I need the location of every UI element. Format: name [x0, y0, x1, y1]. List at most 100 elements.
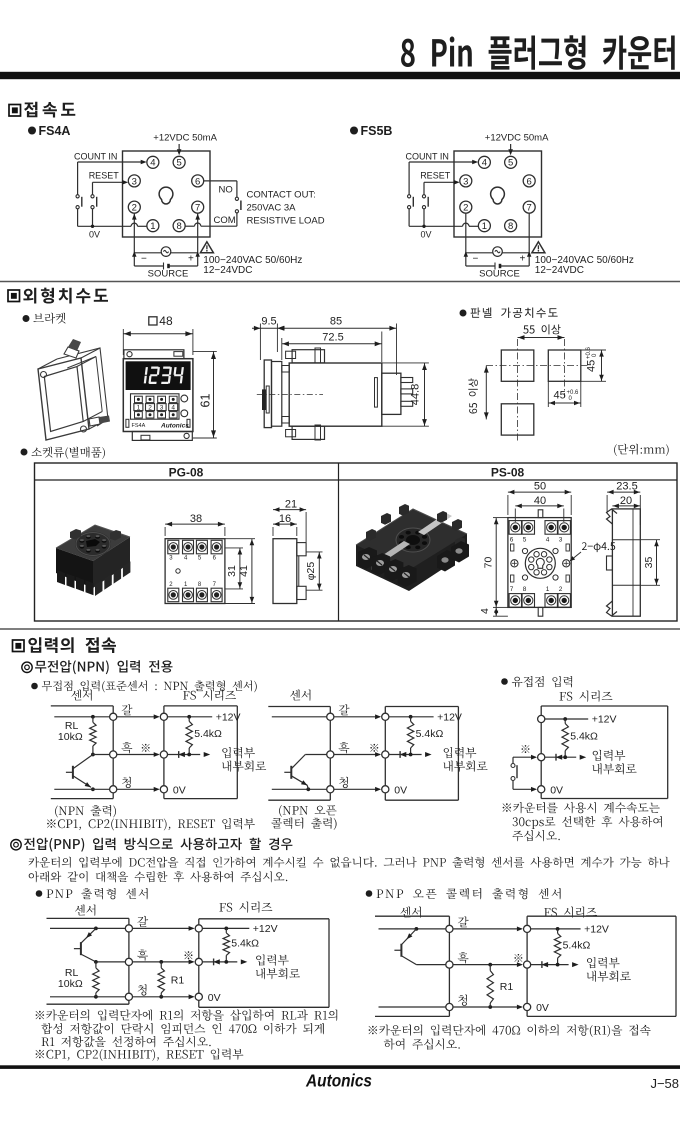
svg-text:5.4kΩ: 5.4kΩ [570, 731, 598, 743]
svg-text:8: 8 [198, 582, 202, 588]
svg-text:PS-08: PS-08 [491, 466, 525, 480]
svg-text:41: 41 [238, 565, 250, 577]
svg-text:FS4A: FS4A [39, 124, 71, 138]
svg-text:44.8: 44.8 [410, 384, 422, 405]
svg-text:Autonics: Autonics [305, 1071, 372, 1091]
svg-text:RL: RL [65, 967, 79, 979]
svg-text:3: 3 [559, 537, 563, 544]
svg-text:23.5: 23.5 [616, 481, 637, 493]
svg-text:RL: RL [65, 720, 79, 732]
svg-text:4: 4 [546, 537, 550, 544]
svg-text:R1: R1 [171, 974, 185, 986]
svg-text:0: 0 [592, 353, 598, 357]
svg-text:8: 8 [176, 221, 181, 232]
svg-text:1: 1 [482, 221, 487, 232]
svg-text:250VAC 3A: 250VAC 3A [247, 203, 297, 214]
svg-text:3: 3 [160, 405, 164, 412]
svg-text:1: 1 [150, 221, 155, 232]
svg-text:5: 5 [508, 158, 513, 169]
svg-text:+0.6: +0.6 [567, 390, 580, 396]
svg-text:+: + [520, 254, 526, 265]
svg-text:+: + [188, 254, 194, 265]
svg-text:3: 3 [463, 176, 468, 187]
svg-text:31: 31 [226, 565, 238, 577]
svg-text:16: 16 [279, 513, 291, 525]
svg-text:0V: 0V [89, 230, 100, 240]
svg-text:2: 2 [559, 586, 563, 593]
svg-text:12−24VDC: 12−24VDC [203, 265, 252, 276]
svg-text:2: 2 [132, 203, 137, 214]
svg-text:CONTACT OUT:: CONTACT OUT: [247, 190, 316, 201]
svg-text:8: 8 [523, 586, 527, 593]
svg-text:0V: 0V [536, 1002, 549, 1014]
svg-text:8: 8 [508, 221, 513, 232]
svg-text:+0.6: +0.6 [586, 346, 592, 359]
svg-text:5: 5 [198, 556, 202, 562]
svg-text:20: 20 [620, 495, 632, 507]
svg-text:4: 4 [150, 158, 155, 169]
svg-text:7: 7 [510, 586, 514, 593]
svg-text:5.4kΩ: 5.4kΩ [563, 939, 591, 951]
svg-text:0V: 0V [173, 784, 186, 796]
svg-text:7: 7 [195, 203, 200, 214]
svg-text:45: 45 [586, 360, 598, 372]
svg-text:10kΩ: 10kΩ [58, 978, 83, 990]
svg-text:+12V: +12V [253, 923, 278, 935]
svg-text:+12V: +12V [216, 711, 241, 723]
svg-text:RESET: RESET [89, 171, 120, 181]
svg-text:7: 7 [213, 582, 217, 588]
svg-text:2: 2 [169, 582, 173, 588]
svg-text:50: 50 [534, 481, 546, 493]
svg-text:COM: COM [214, 215, 236, 226]
svg-text:COUNT IN: COUNT IN [74, 152, 117, 162]
svg-text:SOURCE: SOURCE [479, 269, 520, 280]
svg-text:1: 1 [184, 582, 188, 588]
svg-text:0V: 0V [421, 230, 432, 240]
svg-text:4: 4 [479, 608, 491, 614]
svg-text:0: 0 [569, 396, 573, 402]
svg-text:38: 38 [190, 513, 202, 525]
svg-text:61: 61 [199, 394, 213, 408]
svg-text:4: 4 [184, 556, 188, 562]
svg-text:NO: NO [219, 185, 233, 196]
svg-text:5.4kΩ: 5.4kΩ [231, 938, 259, 950]
svg-text:6: 6 [527, 176, 532, 187]
svg-text:FS5B: FS5B [361, 124, 393, 138]
svg-text:Autonics: Autonics [160, 423, 189, 430]
svg-text:5.4kΩ: 5.4kΩ [416, 728, 444, 740]
svg-text:12−24VDC: 12−24VDC [535, 265, 584, 276]
svg-text:72.5: 72.5 [322, 332, 343, 344]
svg-text:9.5: 9.5 [261, 316, 276, 328]
svg-text:0V: 0V [394, 784, 407, 796]
svg-text:3: 3 [169, 556, 173, 562]
svg-text:6: 6 [195, 176, 200, 187]
svg-text:100−240VAC 50/60Hz: 100−240VAC 50/60Hz [535, 255, 634, 266]
svg-text:4: 4 [482, 158, 487, 169]
svg-text:35: 35 [643, 557, 655, 569]
svg-text:φ25: φ25 [305, 562, 317, 581]
svg-text:1: 1 [137, 405, 141, 412]
svg-text:5.4kΩ: 5.4kΩ [194, 728, 222, 740]
svg-text:6: 6 [510, 537, 514, 544]
svg-text:100−240VAC 50/60Hz: 100−240VAC 50/60Hz [203, 255, 302, 266]
svg-text:FS4A: FS4A [132, 423, 146, 429]
svg-text:4: 4 [171, 405, 175, 412]
svg-text:RESET: RESET [420, 171, 451, 181]
svg-text:RESISTIVE LOAD: RESISTIVE LOAD [247, 216, 325, 227]
svg-text:2: 2 [148, 405, 152, 412]
svg-text:+12V: +12V [437, 711, 462, 723]
svg-text:+12V: +12V [584, 923, 609, 935]
svg-text:5: 5 [176, 158, 181, 169]
svg-text:0V: 0V [550, 784, 563, 796]
svg-text:5: 5 [523, 537, 527, 544]
svg-text:70: 70 [483, 557, 495, 569]
svg-text:J−58: J−58 [650, 1076, 679, 1091]
svg-text:7: 7 [527, 203, 532, 214]
svg-text:85: 85 [330, 316, 342, 328]
svg-text:SOURCE: SOURCE [148, 269, 189, 280]
svg-text:COUNT IN: COUNT IN [406, 152, 449, 162]
svg-text:10kΩ: 10kΩ [58, 731, 83, 743]
svg-text:−: − [141, 254, 147, 265]
svg-text:R1: R1 [500, 981, 514, 993]
svg-text:21: 21 [285, 499, 297, 511]
